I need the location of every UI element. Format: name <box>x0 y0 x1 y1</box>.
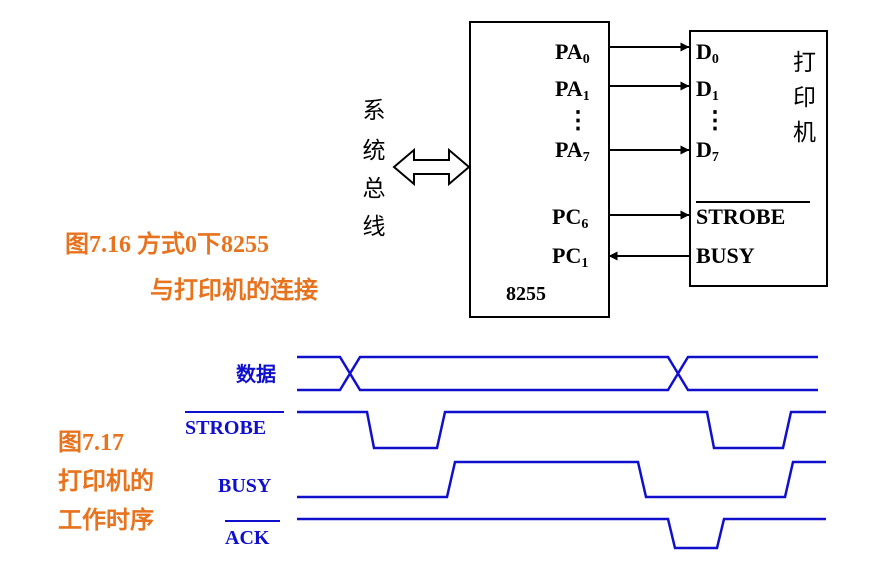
pc1-label: PC1 <box>552 243 588 271</box>
printer-title-char-1: 打 <box>793 50 816 76</box>
timing-label-busy: BUSY <box>218 475 272 497</box>
printer-title-char-2: 印 <box>793 85 816 111</box>
chip-8255-name: 8255 <box>506 283 546 305</box>
printer-box <box>689 30 828 287</box>
strobe-label: STROBE <box>696 204 785 229</box>
system-bus-char-4: 线 <box>363 214 386 240</box>
figure-717-caption-line3: 工作时序 <box>58 506 154 534</box>
pa1-label: PA1 <box>555 76 590 104</box>
d7-label: D7 <box>696 137 719 165</box>
d1-label: D1 <box>696 76 719 104</box>
timing-label-strobe: STROBE <box>185 417 266 439</box>
figure-717-caption-line1: 图7.17 <box>58 429 124 456</box>
busy-label: BUSY <box>696 243 755 268</box>
timing-label-ack: ACK <box>225 527 270 549</box>
strobe-waveform <box>297 410 826 450</box>
figure-716-caption-line1: 图7.16 方式0下8255 <box>65 230 269 258</box>
figure-717-caption-line2: 打印机的 <box>58 467 154 495</box>
timing-label-data: 数据 <box>236 362 276 386</box>
pa-dots: ⋮ <box>566 108 590 134</box>
system-bus-char-1: 系 <box>363 98 386 124</box>
figure-716-caption-line2: 与打印机的连接 <box>150 276 318 304</box>
ack-waveform <box>297 517 826 550</box>
d-dots: ⋮ <box>703 108 727 134</box>
system-bus-char-2: 统 <box>363 138 386 164</box>
system-bus-label: 系 统 总 线 <box>363 98 386 240</box>
system-bus-arrow <box>392 147 471 187</box>
pa0-label: PA0 <box>555 39 590 67</box>
system-bus-char-3: 总 <box>363 176 386 202</box>
data-waveform-lower <box>297 355 818 392</box>
d0-label: D0 <box>696 39 719 67</box>
printer-title-char-3: 机 <box>793 120 816 146</box>
printer-title: 打 印 机 <box>793 50 816 146</box>
pc6-label: PC6 <box>552 204 588 232</box>
pa7-label: PA7 <box>555 137 590 165</box>
busy-waveform <box>297 460 826 499</box>
data-waveform-upper <box>297 355 818 392</box>
chip-8255-box <box>469 21 610 318</box>
